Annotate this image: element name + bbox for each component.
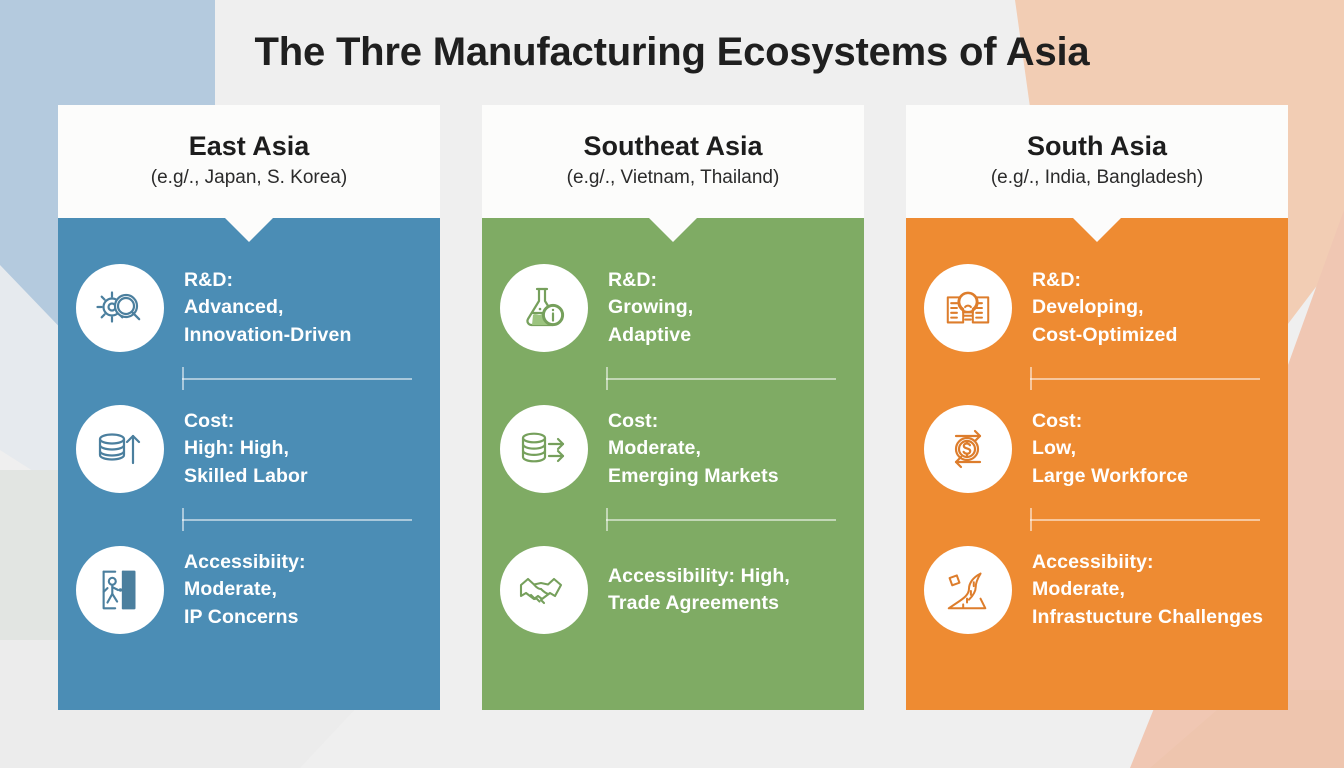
column-south-asia: South Asia (e.g/., India, Bangladesh) <box>906 105 1288 710</box>
bg-shape-pink-lowerright <box>1150 690 1344 768</box>
lightbulb-documents-icon <box>946 291 990 324</box>
metric-text-accessibility-south-asia: Accessibiity: Moderate, Infrastucture Ch… <box>1032 550 1264 628</box>
header-notch-east-asia <box>225 218 273 242</box>
winding-road-icon <box>947 572 987 610</box>
column-header-southeast-asia: Southeat Asia (e.g/., Vietnam, Thailand) <box>482 105 864 242</box>
header-notch-south-asia <box>1073 218 1121 242</box>
region-title-southeast-asia: Southeat Asia <box>583 131 763 161</box>
body-spacer <box>500 634 846 690</box>
metric-text-accessibility-southeast-asia: Accessibility: High, Trade Agreements <box>608 564 790 615</box>
row-divider <box>606 508 836 531</box>
row-divider <box>182 367 412 390</box>
metric-row-accessibility-south-asia: Accessibiity: Moderate, Infrastucture Ch… <box>924 546 1270 634</box>
icon-badge <box>500 405 588 493</box>
metric-text-cost-south-asia: Cost: Low, Large Workforce <box>1032 409 1189 487</box>
region-examples-south-asia: (e.g/., India, Bangladesh) <box>990 167 1204 188</box>
region-examples-east-asia: (e.g/., Japan, S. Korea) <box>150 167 348 188</box>
header-notch-southeast-asia <box>649 218 697 242</box>
flask-info-icon <box>526 287 565 327</box>
metric-row-cost-east-asia: Cost: High: High, Skilled Labor <box>76 405 422 493</box>
metric-row-accessibility-southeast-asia: Accessibility: High, Trade Agreements <box>500 546 846 634</box>
icon-badge <box>500 546 588 634</box>
column-body-southeast-asia: R&D: Growing, Adaptive <box>482 218 864 710</box>
icon-badge <box>924 405 1012 493</box>
divider-line <box>182 519 412 521</box>
row-divider <box>1030 508 1260 531</box>
coin-stack-up-arrow-icon <box>98 433 141 465</box>
row-divider <box>606 367 836 390</box>
icon-badge <box>924 546 1012 634</box>
icon-badge <box>500 264 588 352</box>
coin-stack-arrows-icon <box>521 432 565 463</box>
metric-text-rd-south-asia: R&D: Developing, Cost-Optimized <box>1032 268 1178 346</box>
column-header-east-asia: East Asia (e.g/., Japan, S. Korea) <box>58 105 440 242</box>
door-exit-person-icon <box>102 570 136 610</box>
column-southeast-asia: Southeat Asia (e.g/., Vietnam, Thailand) <box>482 105 864 710</box>
icon-badge <box>924 264 1012 352</box>
metric-row-accessibility-east-asia: Accessibiity: Moderate, IP Concerns <box>76 546 422 634</box>
column-header-south-asia: South Asia (e.g/., India, Bangladesh) <box>906 105 1288 242</box>
page-title: The Thre Manufacturing Ecosystems of Asi… <box>254 30 1090 74</box>
metric-text-rd-east-asia: R&D: Advanced, Innovation-Driven <box>184 268 352 346</box>
row-divider <box>1030 367 1260 390</box>
icon-badge <box>76 264 164 352</box>
handshake-icon <box>519 577 563 605</box>
region-title-east-asia: East Asia <box>188 131 310 161</box>
metric-row-rd-east-asia: R&D: Advanced, Innovation-Driven <box>76 264 422 352</box>
metric-text-cost-east-asia: Cost: High: High, Skilled Labor <box>184 409 308 487</box>
dollar-coin-cycle-icon <box>954 429 982 469</box>
metric-text-cost-southeast-asia: Cost: Moderate, Emerging Markets <box>608 409 779 487</box>
metric-row-cost-south-asia: Cost: Low, Large Workforce <box>924 405 1270 493</box>
column-east-asia: East Asia (e.g/., Japan, S. Korea) <box>58 105 440 710</box>
body-spacer <box>76 634 422 690</box>
metric-row-rd-southeast-asia: R&D: Growing, Adaptive <box>500 264 846 352</box>
icon-badge <box>76 405 164 493</box>
metric-text-accessibility-east-asia: Accessibiity: Moderate, IP Concerns <box>184 550 306 628</box>
divider-line <box>606 519 836 521</box>
region-title-south-asia: South Asia <box>1026 131 1167 161</box>
gear-magnifier-icon <box>96 291 141 323</box>
metric-row-cost-southeast-asia: Cost: Moderate, Emerging Markets <box>500 405 846 493</box>
column-body-east-asia: R&D: Advanced, Innovation-Driven <box>58 218 440 710</box>
divider-line <box>1030 378 1260 380</box>
body-spacer <box>924 634 1270 690</box>
metric-text-rd-southeast-asia: R&D: Growing, Adaptive <box>608 268 694 346</box>
divider-line <box>1030 519 1260 521</box>
ecosystem-columns: East Asia (e.g/., Japan, S. Korea) <box>58 105 1288 710</box>
column-body-south-asia: R&D: Developing, Cost-Optimized <box>906 218 1288 710</box>
icon-badge <box>76 546 164 634</box>
bg-shape-pink-right <box>1130 210 1344 768</box>
divider-line <box>606 378 836 380</box>
row-divider <box>182 508 412 531</box>
divider-line <box>182 378 412 380</box>
region-examples-southeast-asia: (e.g/., Vietnam, Thailand) <box>566 167 780 188</box>
metric-row-rd-south-asia: R&D: Developing, Cost-Optimized <box>924 264 1270 352</box>
